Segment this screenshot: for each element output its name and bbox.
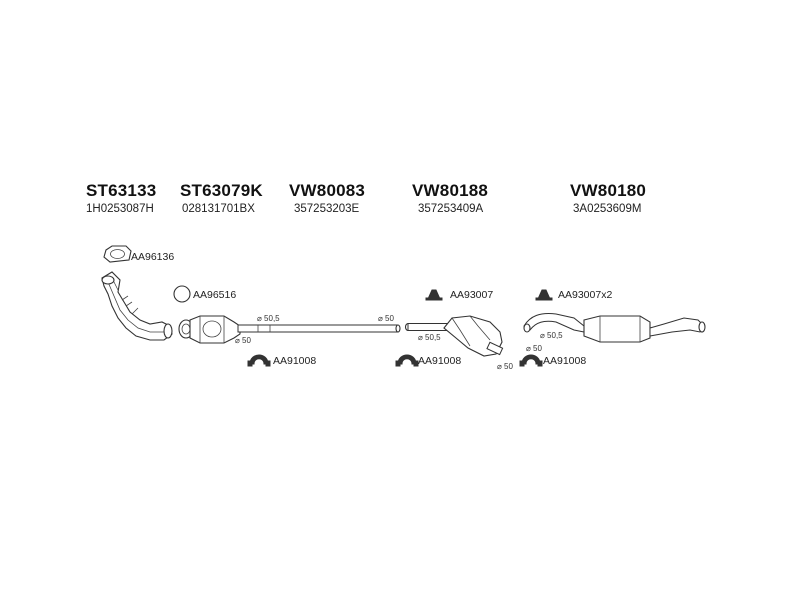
label-clamp-2: AA91008 bbox=[418, 355, 462, 367]
label-ring: AA96516 bbox=[193, 289, 237, 301]
assembly-code-vw80180: VW80180 bbox=[570, 181, 647, 200]
oem-number-vw80180: 3A0253609M bbox=[573, 203, 642, 215]
clamp-icon bbox=[395, 354, 419, 367]
hanger-icon bbox=[425, 289, 443, 301]
label-clamp-1: AA91008 bbox=[273, 355, 317, 367]
assembly-code-st63079k: ST63079K bbox=[180, 181, 263, 200]
assembly-code-vw80188: VW80188 bbox=[412, 181, 489, 200]
catalytic-converter-icon bbox=[178, 315, 241, 344]
diameter-label: ⌀ 50,5 bbox=[257, 314, 280, 323]
diameter-label: ⌀ 50 bbox=[497, 362, 513, 371]
gasket-icon bbox=[103, 245, 132, 263]
diameter-label: ⌀ 50,5 bbox=[418, 333, 441, 342]
label-hanger-1: AA93007 bbox=[450, 289, 494, 301]
sealing-ring-icon bbox=[173, 285, 191, 303]
oem-number-vw80188: 357253409A bbox=[418, 203, 484, 215]
diameter-label: ⌀ 50 bbox=[378, 314, 394, 323]
middle-pipe-icon bbox=[237, 324, 401, 333]
clamp-icon bbox=[247, 354, 271, 367]
hanger-icon bbox=[535, 289, 553, 301]
diameter-label: ⌀ 50 bbox=[235, 336, 251, 345]
assembly-code-st63133: ST63133 bbox=[86, 181, 157, 200]
assembly-code-vw80083: VW80083 bbox=[289, 181, 366, 200]
diameter-label: ⌀ 50 bbox=[526, 344, 542, 353]
clamp-icon bbox=[519, 354, 543, 367]
oem-number-st63133: 1H0253087H bbox=[86, 203, 154, 215]
rear-muffler-icon bbox=[523, 313, 706, 343]
label-gasket: AA96136 bbox=[131, 251, 175, 263]
diameter-label: ⌀ 50,5 bbox=[540, 331, 563, 340]
front-muffler-icon bbox=[404, 315, 504, 357]
label-hanger-2: AA93007x2 bbox=[558, 289, 613, 301]
oem-number-vw80083: 357253203E bbox=[294, 203, 360, 215]
front-pipe-icon bbox=[101, 271, 173, 341]
oem-number-st63079k: 028131701BX bbox=[182, 203, 255, 215]
label-clamp-3: AA91008 bbox=[543, 355, 587, 367]
